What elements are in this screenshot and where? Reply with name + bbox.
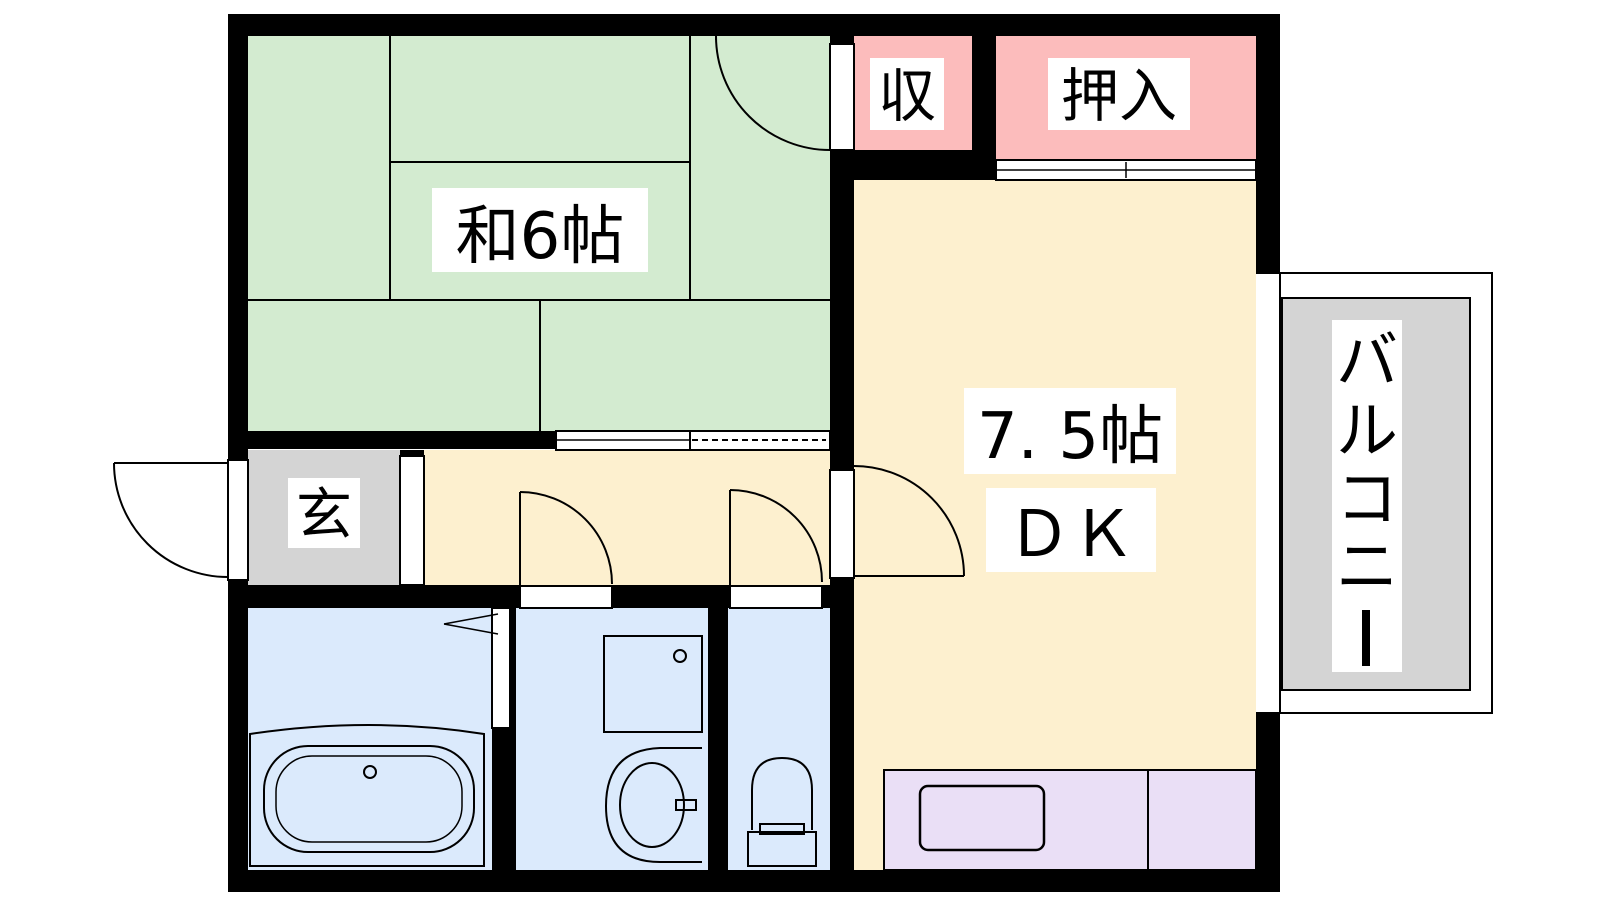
washitsu-label: 和6帖 — [456, 200, 625, 274]
washbasin-icon — [603, 635, 703, 733]
bath-door-swing-2 — [443, 623, 499, 635]
bath-door-swing — [443, 613, 499, 625]
washroom-toilet-bowl — [619, 762, 685, 848]
door-swings — [113, 35, 965, 586]
washroom-toilet-icon — [604, 747, 702, 863]
toilet-icon — [751, 756, 813, 830]
genkan-label-bg — [288, 478, 360, 548]
balcony-label-char: ル — [1336, 394, 1398, 467]
balcony-label-char: ニ — [1336, 530, 1398, 603]
dk-label-size: 7. 5帖 — [977, 400, 1163, 474]
dk-label-bg-2 — [986, 488, 1156, 572]
kitchen-sink — [918, 784, 1046, 852]
toilet-tank-lid — [759, 823, 805, 835]
walls — [228, 14, 1280, 892]
washitsu-label-bg — [432, 188, 648, 272]
storage-small-label: 収 — [878, 62, 936, 130]
balcony-label-char-dash — [1362, 610, 1370, 666]
balcony-label-char: コ — [1336, 462, 1398, 535]
balcony-label: バ ル コ ニ ー — [1336, 324, 1398, 666]
washroom-door-frame — [519, 585, 613, 609]
washroom-toilet-handle — [675, 799, 697, 811]
bathtub-inner — [275, 755, 463, 843]
toilet-floor — [728, 608, 832, 870]
dk-label-type: ＤＫ — [1007, 498, 1135, 572]
tatami-lines — [248, 36, 830, 431]
oshiire-label: 押入 — [1061, 62, 1177, 130]
toilet-tank — [747, 831, 817, 867]
genkan-label: 玄 — [296, 483, 352, 548]
storage-small-label-bg — [870, 58, 944, 130]
washroom-floor — [516, 608, 708, 870]
washbasin-drain-icon — [673, 649, 687, 663]
bath-floor — [248, 608, 492, 870]
hallway-floor — [424, 450, 834, 585]
balcony-label-char: バ — [1336, 324, 1398, 397]
dk-label-bg-1 — [964, 388, 1176, 474]
toilet-door-frame — [729, 585, 823, 609]
bathtub-basin — [263, 745, 475, 853]
bathtub-icon — [249, 724, 485, 867]
bathtub-drain-icon — [363, 765, 377, 779]
oshiire-label-bg — [1048, 58, 1190, 130]
